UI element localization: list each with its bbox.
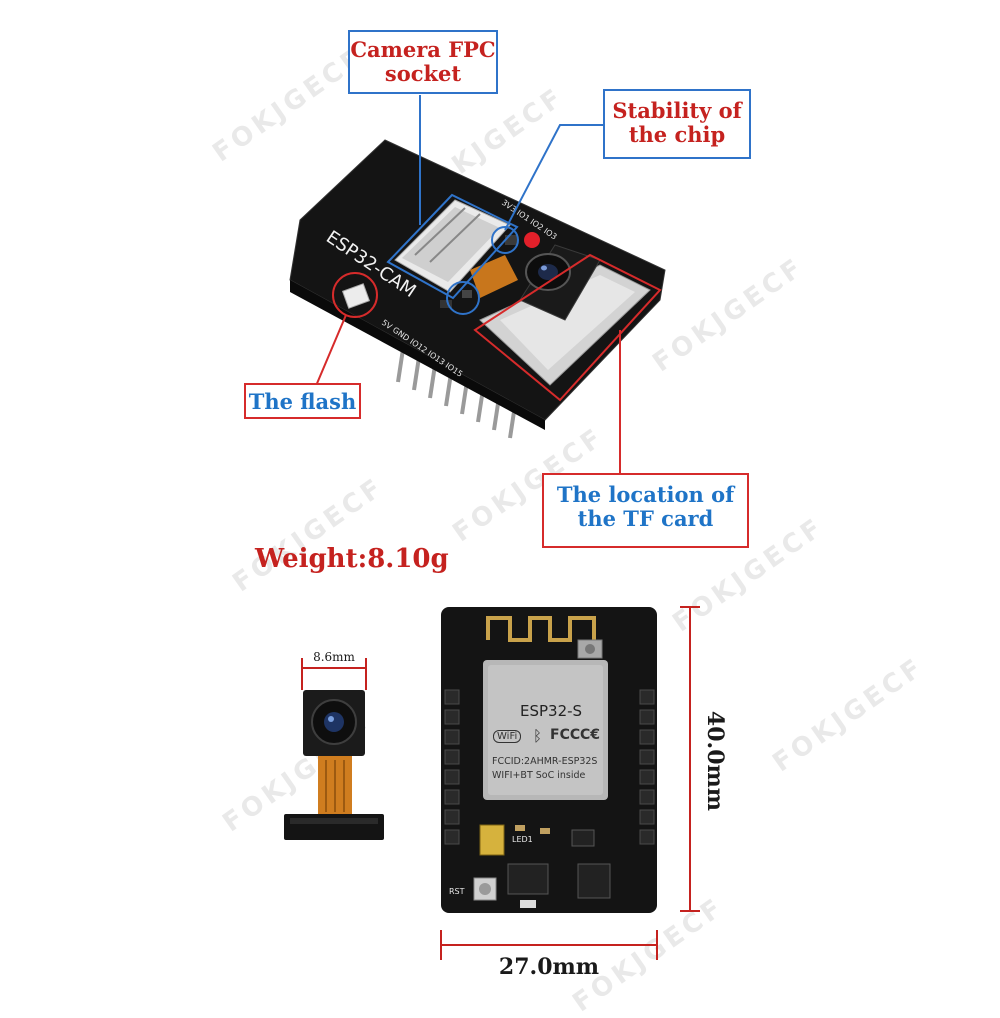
callout-camera-fpc: Camera FPC socket [348, 30, 498, 94]
fcc-id: FCCID:2AHMR-ESP32S [492, 756, 598, 767]
led-label: LED1 [512, 835, 533, 844]
board-height-label: 40.0mm [702, 710, 728, 812]
callout-stability: Stability of the chip [603, 89, 751, 159]
wifi-bt-line: WIFI+BT SoC inside [492, 770, 586, 781]
module-name: ESP32-S [520, 702, 583, 720]
fcc-mark: FCC [550, 727, 581, 743]
camera-width-label: 8.6mm [313, 650, 355, 664]
bluetooth-icon: ᛒ [533, 727, 543, 745]
callout-flash: The flash [244, 383, 361, 419]
weight-label: Weight:8.10g [255, 544, 449, 574]
board-width-label: 27.0mm [498, 954, 600, 980]
ce-mark: C€ [580, 727, 601, 743]
flash-led [341, 283, 371, 309]
rst-label: RST [449, 887, 465, 896]
wifi-badge: WiFi [493, 730, 522, 743]
fpc-socket [394, 199, 511, 293]
callout-tf-card: The location of the TF card [542, 473, 749, 548]
